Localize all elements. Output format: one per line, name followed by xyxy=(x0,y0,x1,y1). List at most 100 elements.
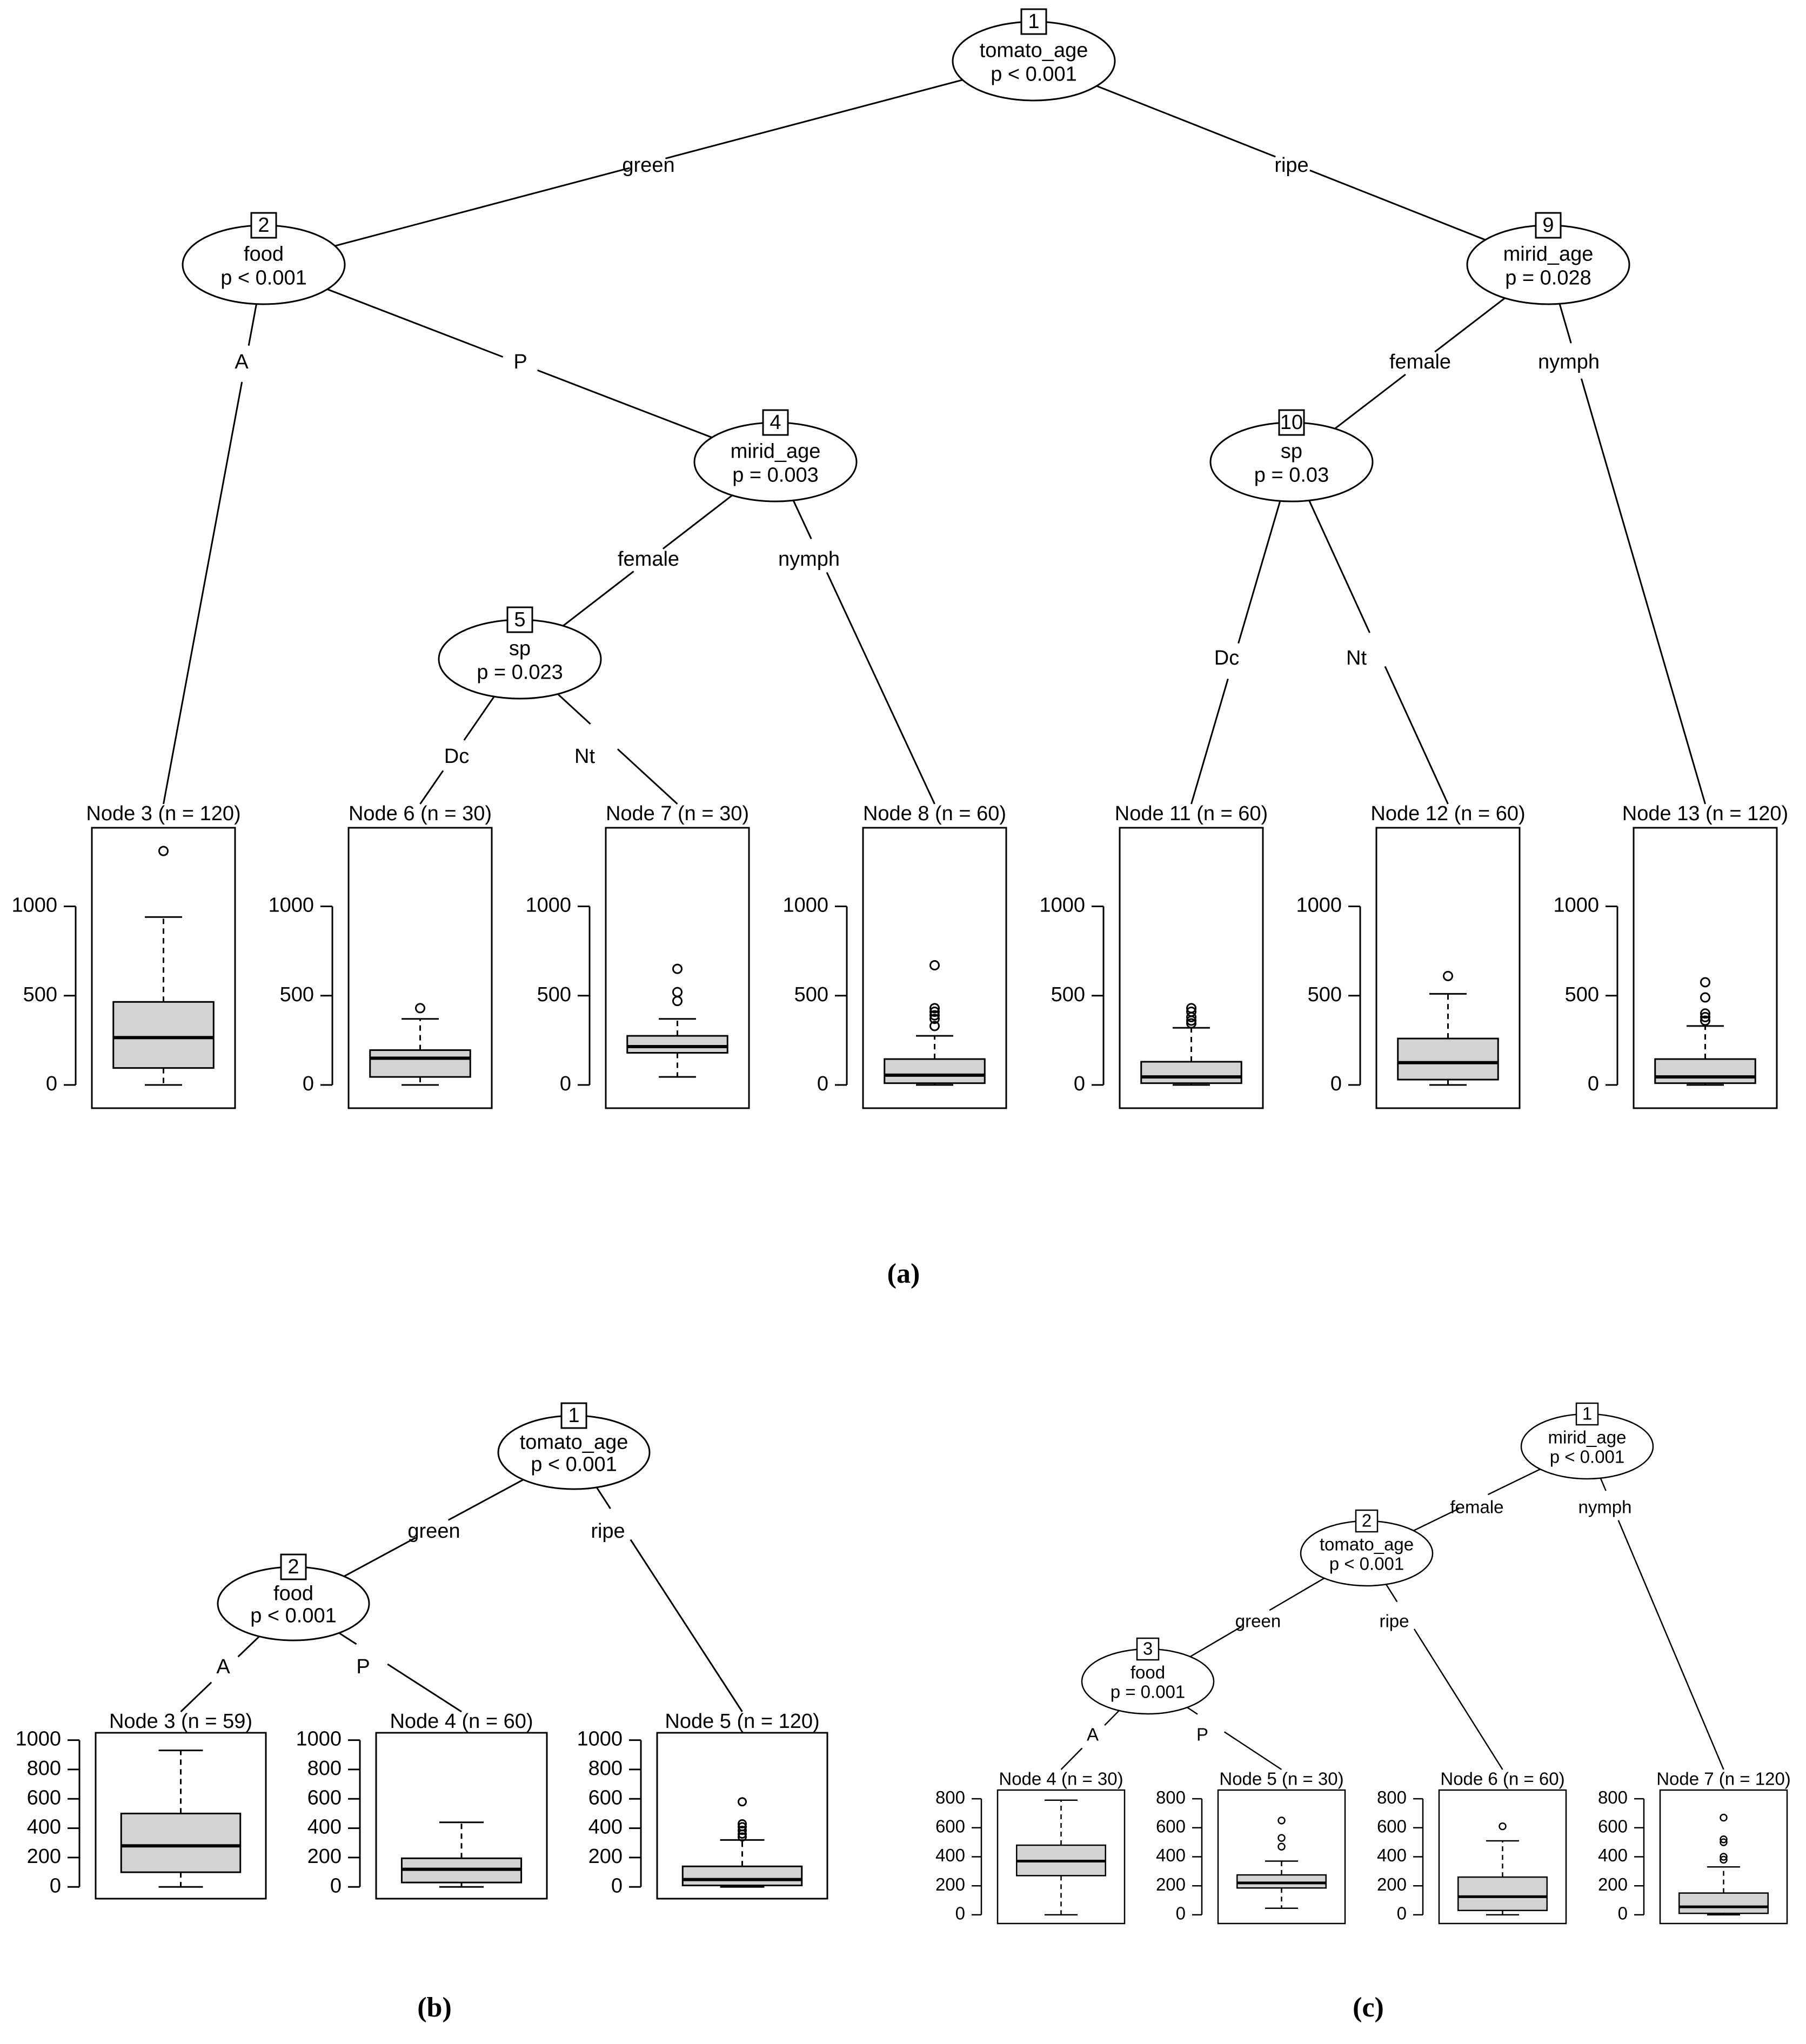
node-id-box xyxy=(1020,8,1047,35)
outlier-point xyxy=(672,987,683,997)
y-tick-label: 600 xyxy=(588,1786,623,1809)
edge-line xyxy=(327,288,504,358)
y-tick-label: 500 xyxy=(537,983,571,1006)
iqr-box xyxy=(1678,1892,1769,1914)
y-tick-label: 400 xyxy=(1156,1845,1186,1865)
edge-line xyxy=(1187,1707,1198,1715)
y-tick-label: 800 xyxy=(1598,1787,1628,1807)
plot-frame xyxy=(996,1789,1126,1925)
outlier-point xyxy=(738,1819,747,1828)
edge-line xyxy=(1334,373,1406,430)
edge-line xyxy=(163,381,243,805)
edge-label: P xyxy=(513,351,527,373)
edge-line xyxy=(237,1636,260,1658)
node-p-value: p = 0.001 xyxy=(1111,1681,1186,1701)
y-tick-label: 200 xyxy=(27,1845,61,1868)
outlier-point xyxy=(1186,1003,1196,1014)
y-tick-label: 500 xyxy=(1051,983,1085,1006)
y-tick-label: 1000 xyxy=(268,894,314,916)
figure-caption: (c) xyxy=(1353,1992,1384,2023)
edge-line xyxy=(335,167,630,247)
plot-frame xyxy=(1119,827,1264,1109)
edge-label: green xyxy=(622,154,674,177)
node-p-value: p < 0.001 xyxy=(1550,1446,1625,1466)
edge-label: Dc xyxy=(1214,647,1239,669)
y-tick-label: 0 xyxy=(46,1073,57,1095)
node-variable: tomato_age xyxy=(1320,1534,1414,1554)
outlier-point xyxy=(1700,1015,1710,1026)
edge-line xyxy=(596,1487,611,1510)
edge-line xyxy=(1189,1626,1242,1658)
edge-line xyxy=(1580,378,1706,805)
outlier-point xyxy=(738,1797,747,1807)
outlier-point xyxy=(158,846,169,856)
y-tick-label: 800 xyxy=(27,1757,61,1780)
y-tick-label: 400 xyxy=(935,1845,965,1865)
y-tick-label: 1000 xyxy=(525,894,571,916)
y-tick-label: 200 xyxy=(307,1845,342,1868)
iqr-box xyxy=(1654,1058,1756,1084)
outlier-point xyxy=(738,1832,747,1842)
node-variable: food xyxy=(244,243,284,266)
y-tick-label: 0 xyxy=(1176,1904,1186,1924)
y-tick-label: 0 xyxy=(1618,1904,1628,1924)
terminal-title: Node 4 (n = 60) xyxy=(390,1710,533,1733)
edge-line xyxy=(1238,500,1281,644)
node-id: 4 xyxy=(770,411,781,434)
iqr-box xyxy=(1236,1874,1327,1889)
edge-line xyxy=(1434,297,1506,353)
node-id: 10 xyxy=(1280,411,1303,434)
edge-line xyxy=(180,1681,212,1713)
outlier-point xyxy=(672,996,683,1007)
figure-caption: (a) xyxy=(887,1258,920,1289)
y-tick-label: 600 xyxy=(1598,1817,1628,1837)
node-id: 5 xyxy=(514,608,525,631)
y-tick-label: 800 xyxy=(307,1757,342,1780)
node-id: 2 xyxy=(1362,1511,1372,1531)
y-tick-label: 500 xyxy=(794,983,828,1006)
plot-frame xyxy=(91,827,236,1109)
edge-label: ripe xyxy=(1379,1611,1409,1631)
terminal-title: Node 5 (n = 120) xyxy=(665,1710,819,1733)
edge-line xyxy=(1558,303,1572,344)
edge-label: Nt xyxy=(1346,647,1367,669)
y-tick-label: 0 xyxy=(1588,1073,1599,1095)
outlier-point xyxy=(1277,1834,1286,1842)
outlier-point xyxy=(929,960,940,971)
edge-label: female xyxy=(618,548,679,571)
terminal-title: Node 11 (n = 60) xyxy=(1115,802,1268,825)
node-id-box xyxy=(560,1402,587,1429)
outlier-point xyxy=(1720,1853,1728,1861)
edge-label: A xyxy=(216,1656,230,1678)
edge-label: female xyxy=(1389,351,1451,373)
y-tick-label: 1000 xyxy=(1553,894,1599,916)
outlier-point xyxy=(415,1003,425,1014)
edge-label: ripe xyxy=(591,1520,625,1543)
edge-line xyxy=(1223,1731,1282,1771)
node-variable: tomato_age xyxy=(520,1431,628,1454)
terminal-title: Node 6 (n = 60) xyxy=(1440,1769,1564,1789)
edge-line xyxy=(1060,1747,1083,1770)
y-tick-label: 600 xyxy=(935,1817,965,1837)
edge-line xyxy=(1190,678,1229,805)
iqr-box xyxy=(626,1035,728,1054)
node-id-box xyxy=(1535,212,1562,239)
edge-line xyxy=(1384,666,1449,805)
edge-line xyxy=(1487,1469,1541,1496)
edge-line xyxy=(1617,1520,1724,1770)
edge-line xyxy=(665,79,963,159)
outlier-point xyxy=(1700,1011,1710,1022)
